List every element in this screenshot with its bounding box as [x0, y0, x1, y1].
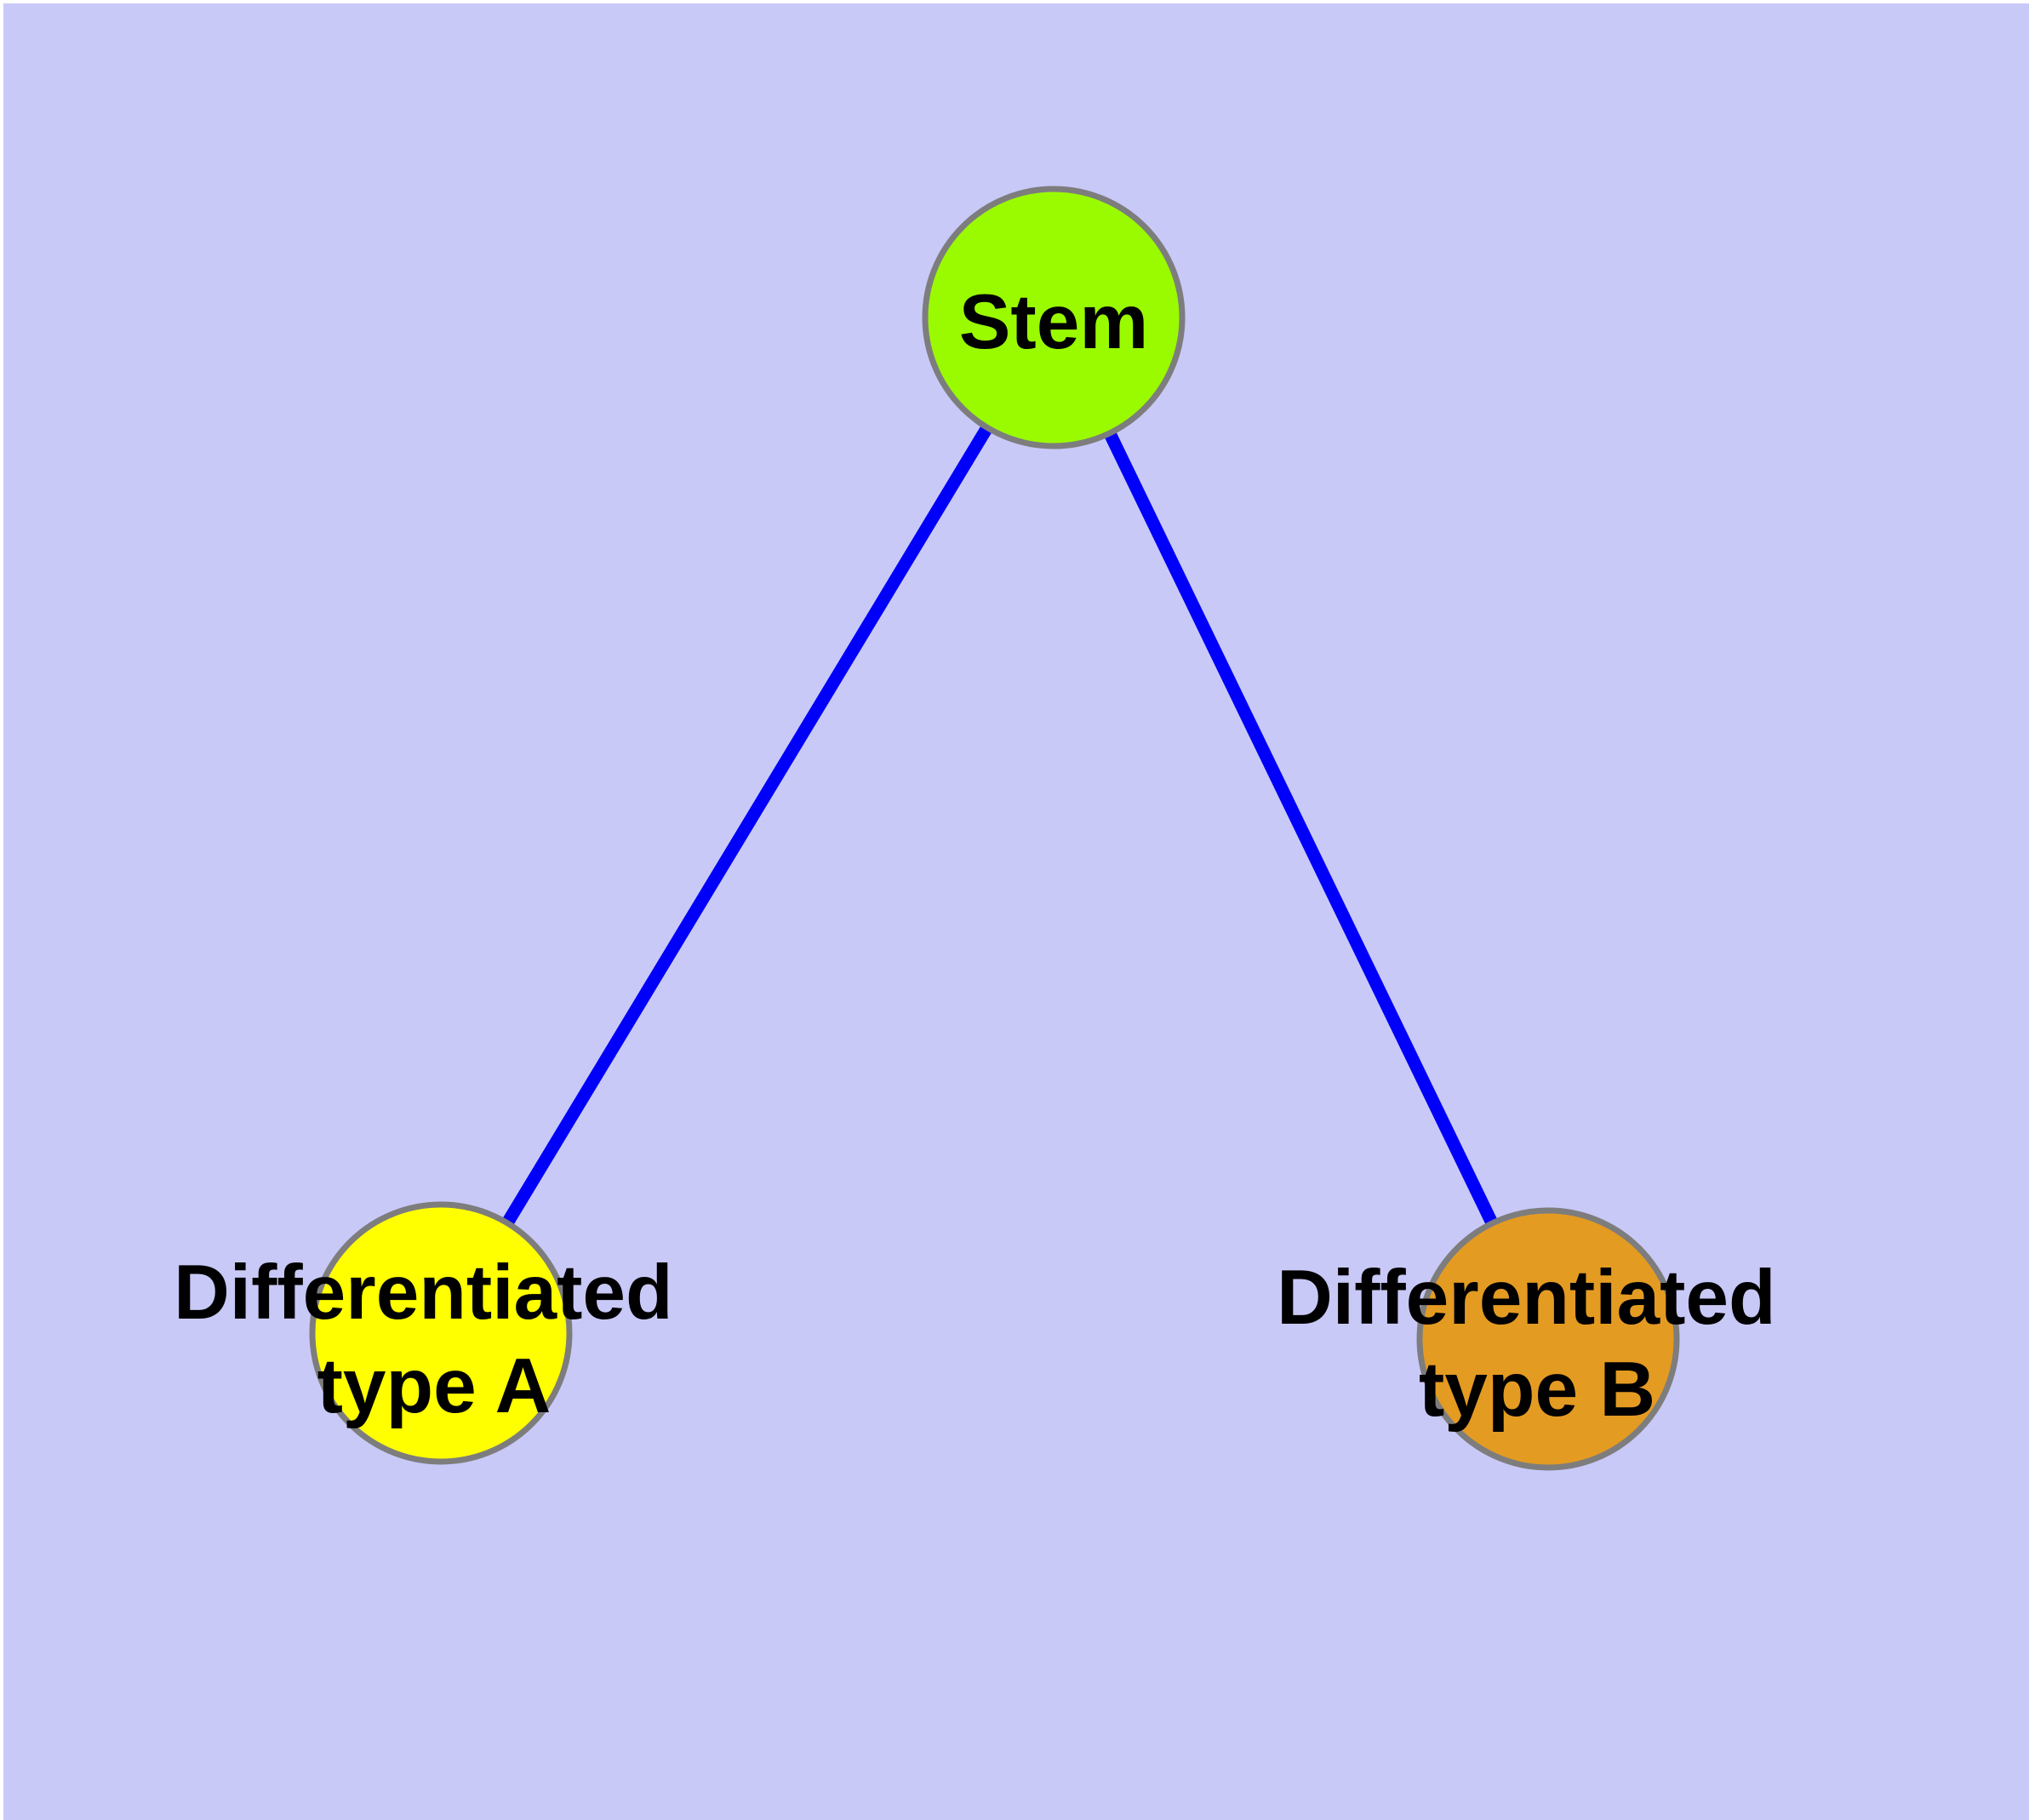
- node-type-b-label: Differentiated type B: [1277, 1255, 1798, 1433]
- node-type-b-label-line2: type B: [1419, 1347, 1655, 1433]
- node-type-a-circle: [309, 1201, 573, 1465]
- node-stem-label: Stem: [959, 279, 1149, 365]
- edge-stem-to-type-b: [1048, 314, 1554, 1342]
- node-type-b-circle: [1416, 1207, 1680, 1471]
- edge-stem-to-type-a: [435, 314, 1060, 1336]
- node-type-b-label-line1: Differentiated: [1277, 1255, 1776, 1341]
- node-type-a-label: Differentiated type A: [174, 1250, 694, 1429]
- node-type-a-label-line1: Differentiated: [174, 1250, 673, 1336]
- node-stem-circle: [922, 186, 1186, 449]
- node-type-a-label-line2: type A: [317, 1343, 552, 1429]
